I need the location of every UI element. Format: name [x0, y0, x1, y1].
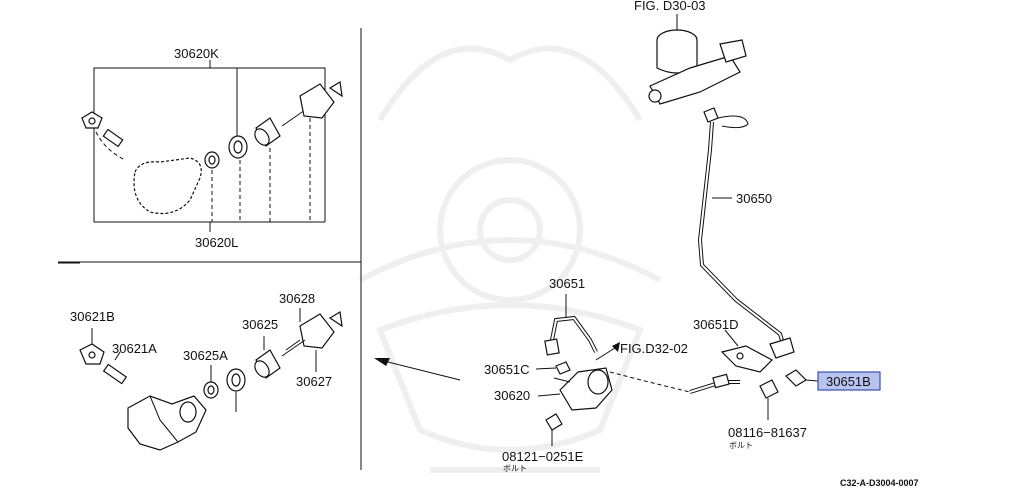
bolt-08121-0251E [545, 413, 563, 446]
label-30620K: 30620K [174, 46, 219, 61]
master-cylinder [648, 29, 747, 105]
diagram-code: C32-A-D3004-0007 [840, 478, 919, 488]
part-30651-hose [544, 315, 598, 356]
slave-cylinder-body [127, 395, 207, 451]
label-30621A: 30621A [112, 341, 157, 356]
watermark-emblem [358, 45, 662, 473]
label-30651: 30651 [549, 276, 585, 291]
label-fig-d30-03: FIG. D30-03 [634, 0, 706, 13]
label-30625A: 30625A [183, 348, 228, 363]
label-30651C: 30651C [484, 362, 530, 377]
kit-clip [81, 111, 103, 129]
label-30651B[interactable]: 30651B [826, 374, 871, 389]
label-fig-d32-02: FIG.D32-02 [620, 341, 688, 356]
seal-ring [226, 368, 246, 392]
label-08121-0251E: 08121−0251E [502, 449, 584, 464]
label-bolt-2: ボルト [503, 464, 527, 473]
kit-seal [228, 135, 248, 159]
hydraulic-assembly: FIG. D30-03 30650 30651 30651C FIG.D32-0… [484, 0, 881, 473]
label-30628: 30628 [279, 291, 315, 306]
highlighted-part-30651B[interactable]: 30651B [817, 371, 881, 391]
part-30625A [203, 381, 219, 399]
kit-pushrod [281, 81, 343, 127]
highlight-box[interactable] [817, 371, 881, 391]
label-30621B: 30621B [70, 309, 115, 324]
label-30650: 30650 [736, 191, 772, 206]
label-30620L: 30620L [195, 235, 238, 250]
panel-separators [58, 28, 362, 470]
bolt-08116-81637 [759, 379, 779, 420]
label-30625: 30625 [242, 317, 278, 332]
part-30621A [102, 351, 128, 385]
label-30620: 30620 [494, 388, 530, 403]
kit-boot [204, 151, 220, 169]
kit-piston [254, 117, 281, 147]
exploded-view-arrow [374, 358, 461, 381]
part-30651D-bracket [720, 337, 795, 373]
part-30620-slave-cylinder [553, 367, 613, 411]
part-30621B [79, 343, 105, 365]
part-30651B-clip [785, 369, 819, 387]
label-30627: 30627 [296, 374, 332, 389]
part-30625 [254, 349, 281, 379]
repair-kit-panel: 30620K 30620L [81, 46, 343, 250]
label-30651D: 30651D [693, 317, 739, 332]
exploded-slave-cylinder-panel: 30621B 30621A 30625A 30625 30628 30627 [70, 291, 343, 451]
part-30627 [281, 339, 306, 357]
part-30628 [299, 311, 343, 349]
label-bolt-1: ボルト [729, 441, 753, 450]
part-30651C-clip [555, 361, 571, 375]
label-08116-81637: 08116−81637 [728, 425, 807, 440]
